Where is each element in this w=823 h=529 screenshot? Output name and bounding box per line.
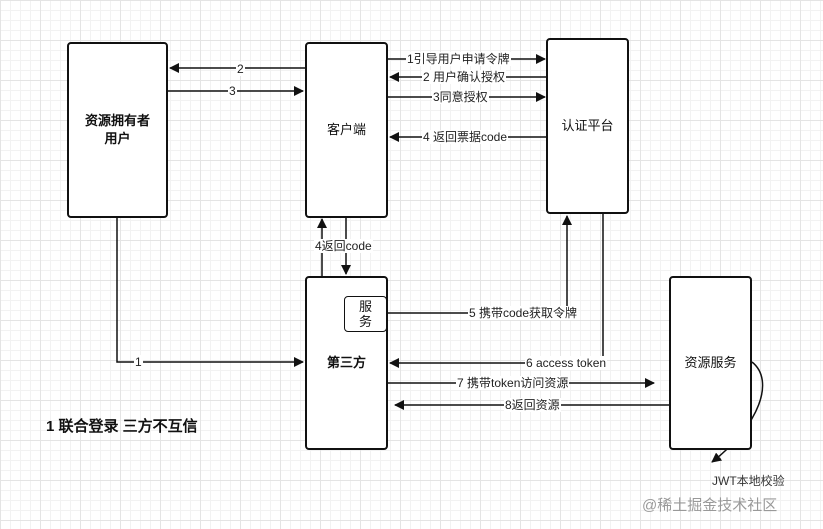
client-box: 客户端 (305, 42, 388, 218)
service-inner-label: 服 务 (358, 299, 372, 329)
diagram-title: 1 联合登录 三方不互信 (46, 418, 198, 435)
arrow-t6 (389, 213, 604, 368)
edge-label-o3: 3 (228, 84, 237, 98)
edge-label-e3: 3同意授权 (432, 90, 489, 104)
arrow-t5 (388, 215, 572, 314)
edge-label-t6: 6 access token (525, 356, 608, 370)
owner-label: 资源拥有者 用户 (84, 113, 150, 146)
edge-label-e2: 2 用户确认授权 (422, 70, 507, 84)
auth-label: 认证平台 (561, 118, 614, 133)
third-label: 第三方 (326, 355, 366, 370)
auth-box: 认证平台 (546, 38, 629, 214)
watermark: @稀土掘金技术社区 (642, 497, 778, 514)
edge-label-e1: 1引导用户申请令牌 (406, 52, 511, 66)
resource-box: 资源服务 (669, 276, 752, 450)
edge-label-e4: 4 返回票据code (422, 130, 509, 144)
edge-label-t5: 5 携带code获取令牌 (468, 306, 579, 320)
jwt-note: JWT本地校验 (712, 474, 785, 488)
resource-label: 资源服务 (684, 355, 737, 370)
arrow-1 (116, 217, 304, 367)
edge-label-t7: 7 携带token访问资源 (456, 376, 570, 390)
edge-label-o2: 2 (236, 62, 245, 76)
client-label: 客户端 (326, 122, 366, 137)
edge-label-t8: 8返回资源 (504, 398, 561, 412)
edge-label-o1: 1 (134, 355, 143, 369)
edge-label-c4: 4返回code (314, 239, 373, 253)
service-inner-box: 服 务 (344, 296, 387, 332)
owner-box: 资源拥有者 用户 (67, 42, 168, 218)
